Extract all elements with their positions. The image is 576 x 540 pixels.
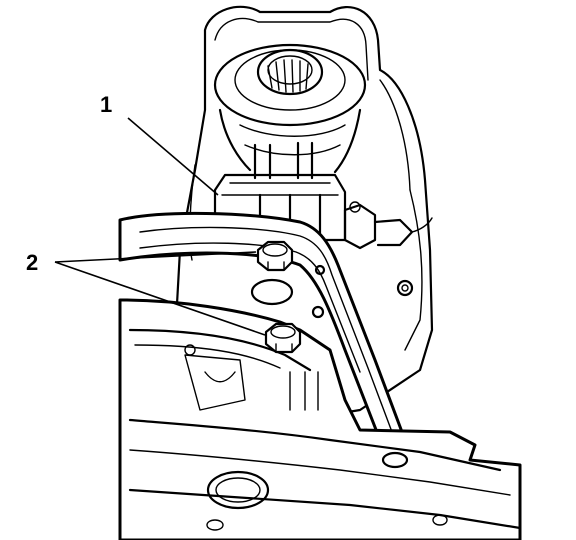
leader-line-1 <box>127 117 219 196</box>
mount-bolt-lower <box>264 322 302 354</box>
mount-bolt-upper <box>256 240 294 272</box>
leader-line-2b <box>54 261 266 336</box>
leader-lines <box>54 117 266 336</box>
lower-frame <box>118 278 522 540</box>
callout-label-2: 2 <box>26 250 38 275</box>
leader-line-2a <box>54 251 257 263</box>
wiring-connector <box>343 201 433 250</box>
lower-housing-detail <box>184 264 414 411</box>
callout-label-1: 1 <box>100 92 112 117</box>
output-shaft-hub <box>213 43 367 174</box>
